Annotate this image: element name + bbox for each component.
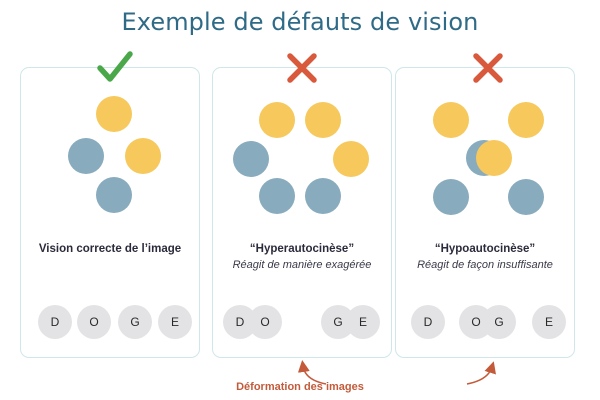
blue-circle <box>508 179 544 215</box>
blue-circle <box>96 177 132 213</box>
yellow-circle <box>476 140 512 176</box>
letter-bubble: E <box>346 305 380 339</box>
letter-bubble: E <box>532 305 566 339</box>
letter-bubble: G <box>118 305 152 339</box>
panel-subheading: Réagit de façon insuffisante <box>417 259 553 271</box>
letter-bubble: O <box>77 305 111 339</box>
page-title: Exemple de défauts de vision <box>121 8 479 36</box>
letter-bubble: G <box>482 305 516 339</box>
panel-subheading: Réagit de manière exagérée <box>232 259 372 271</box>
panel-heading: “Hypoautocinèse” <box>434 243 536 255</box>
check-icon <box>97 51 133 82</box>
blue-circle <box>433 179 469 215</box>
yellow-circle <box>259 102 295 138</box>
cross-icon <box>473 53 503 83</box>
yellow-circle <box>305 102 341 138</box>
yellow-circle <box>96 96 132 132</box>
yellow-circle <box>125 138 161 174</box>
blue-circle <box>305 178 341 214</box>
panel-heading: Vision correcte de l’image <box>38 243 182 255</box>
yellow-circle <box>508 102 544 138</box>
letter-bubble: D <box>38 305 72 339</box>
letter-bubble: O <box>248 305 282 339</box>
blue-circle <box>233 141 269 177</box>
letter-bubble: E <box>158 305 192 339</box>
blue-circle <box>68 138 104 174</box>
yellow-circle <box>433 102 469 138</box>
cross-icon <box>287 53 317 83</box>
panel-heading: “Hyperautocinèse” <box>249 243 355 255</box>
letter-bubble: D <box>411 305 445 339</box>
panel-correct-vision: Vision correcte de l’image D O G E <box>20 51 200 358</box>
blue-circle <box>259 178 295 214</box>
yellow-circle <box>333 141 369 177</box>
panel-hypoautocinese: “Hypoautocinèse” Réagit de façon insuffi… <box>395 53 575 358</box>
panel-hyperautocinese: “Hyperautocinèse” Réagit de manière exag… <box>212 53 392 358</box>
deformation-label: Déformation des images <box>236 381 364 393</box>
